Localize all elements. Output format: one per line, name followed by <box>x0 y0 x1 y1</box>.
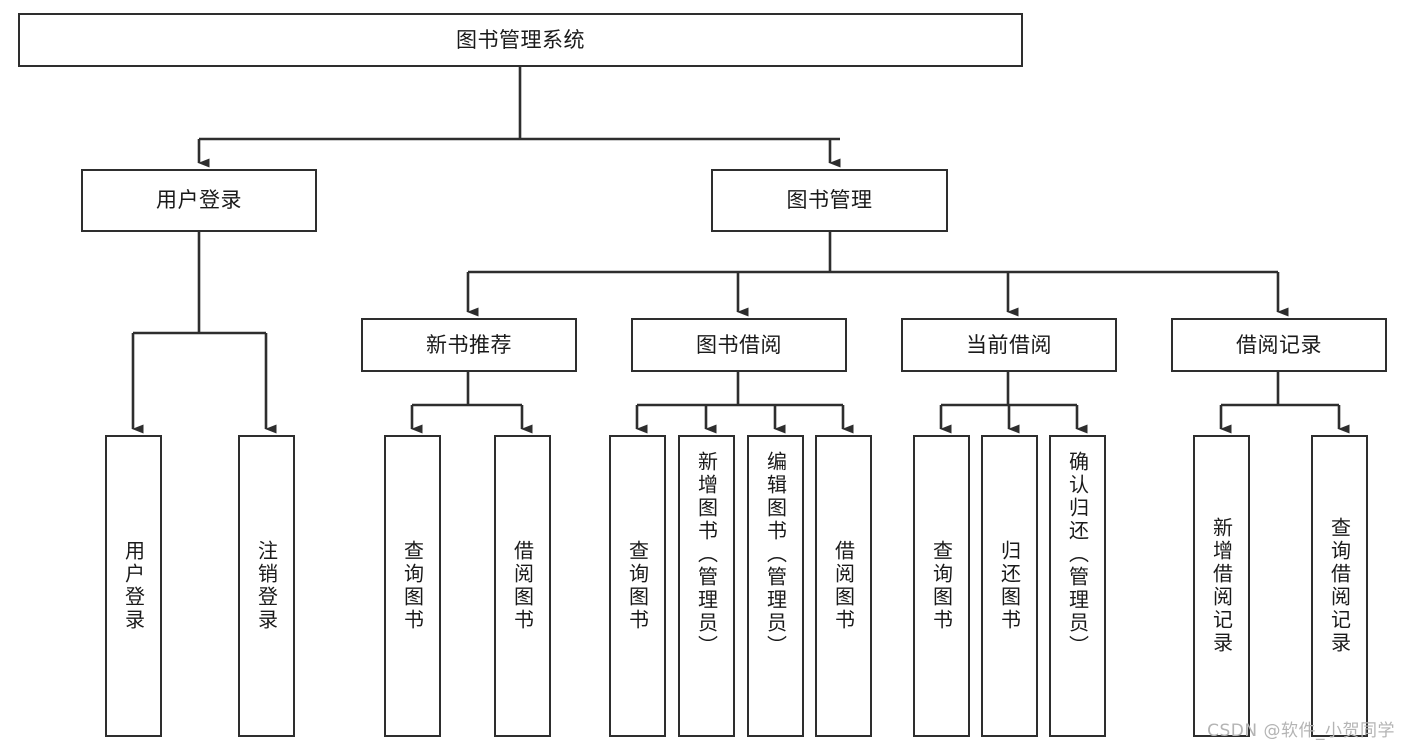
node-leaf-add-record[interactable]: 新增借阅记录 <box>1193 435 1250 737</box>
node-borrow-record-label: 借阅记录 <box>1236 332 1322 357</box>
node-leaf-edit-book[interactable]: 编辑图书（管理员） <box>747 435 804 737</box>
node-leaf-borrow-book-2[interactable]: 借阅图书 <box>815 435 872 737</box>
node-new-book-recommend-label: 新书推荐 <box>426 332 512 357</box>
node-leaf-query-book-1-label: 查询图书 <box>400 540 425 632</box>
csdn-watermark: CSDN @软件_小贺同学 <box>1207 721 1395 741</box>
node-book-borrow-label: 图书借阅 <box>696 332 782 357</box>
node-root[interactable]: 图书管理系统 <box>18 13 1023 67</box>
node-leaf-borrow-book-2-label: 借阅图书 <box>831 540 856 632</box>
node-new-book-recommend[interactable]: 新书推荐 <box>361 318 577 372</box>
node-leaf-borrow-book-1-label: 借阅图书 <box>510 540 535 632</box>
node-leaf-user-login[interactable]: 用户登录 <box>105 435 162 737</box>
node-book-borrow[interactable]: 图书借阅 <box>631 318 847 372</box>
node-leaf-query-book-3[interactable]: 查询图书 <box>913 435 970 737</box>
node-leaf-return-book[interactable]: 归还图书 <box>981 435 1038 737</box>
node-current-borrow-label: 当前借阅 <box>966 332 1052 357</box>
node-user-login-label: 用户登录 <box>156 188 242 213</box>
node-leaf-query-record-label: 查询借阅记录 <box>1327 517 1352 655</box>
node-user-login[interactable]: 用户登录 <box>81 169 317 232</box>
node-leaf-edit-book-label: 编辑图书（管理员） <box>763 451 788 658</box>
node-root-label: 图书管理系统 <box>456 27 585 52</box>
node-leaf-user-logout[interactable]: 注销登录 <box>238 435 295 737</box>
node-leaf-query-book-2-label: 查询图书 <box>625 540 650 632</box>
node-leaf-return-book-label: 归还图书 <box>997 540 1022 632</box>
node-leaf-add-book-label: 新增图书（管理员） <box>694 451 719 658</box>
node-leaf-confirm-return-label: 确认归还（管理员） <box>1065 451 1090 658</box>
node-leaf-add-record-label: 新增借阅记录 <box>1209 517 1234 655</box>
node-leaf-query-book-3-label: 查询图书 <box>929 540 954 632</box>
node-book-management[interactable]: 图书管理 <box>711 169 948 232</box>
node-book-management-label: 图书管理 <box>786 188 873 213</box>
node-leaf-user-logout-label: 注销登录 <box>254 540 279 632</box>
node-leaf-confirm-return[interactable]: 确认归还（管理员） <box>1049 435 1106 737</box>
node-current-borrow[interactable]: 当前借阅 <box>901 318 1117 372</box>
node-leaf-user-login-label: 用户登录 <box>121 540 146 632</box>
node-leaf-borrow-book-1[interactable]: 借阅图书 <box>494 435 551 737</box>
node-leaf-add-book[interactable]: 新增图书（管理员） <box>678 435 735 737</box>
node-leaf-query-book-2[interactable]: 查询图书 <box>609 435 666 737</box>
node-borrow-record[interactable]: 借阅记录 <box>1171 318 1387 372</box>
node-leaf-query-record[interactable]: 查询借阅记录 <box>1311 435 1368 737</box>
node-leaf-query-book-1[interactable]: 查询图书 <box>384 435 441 737</box>
